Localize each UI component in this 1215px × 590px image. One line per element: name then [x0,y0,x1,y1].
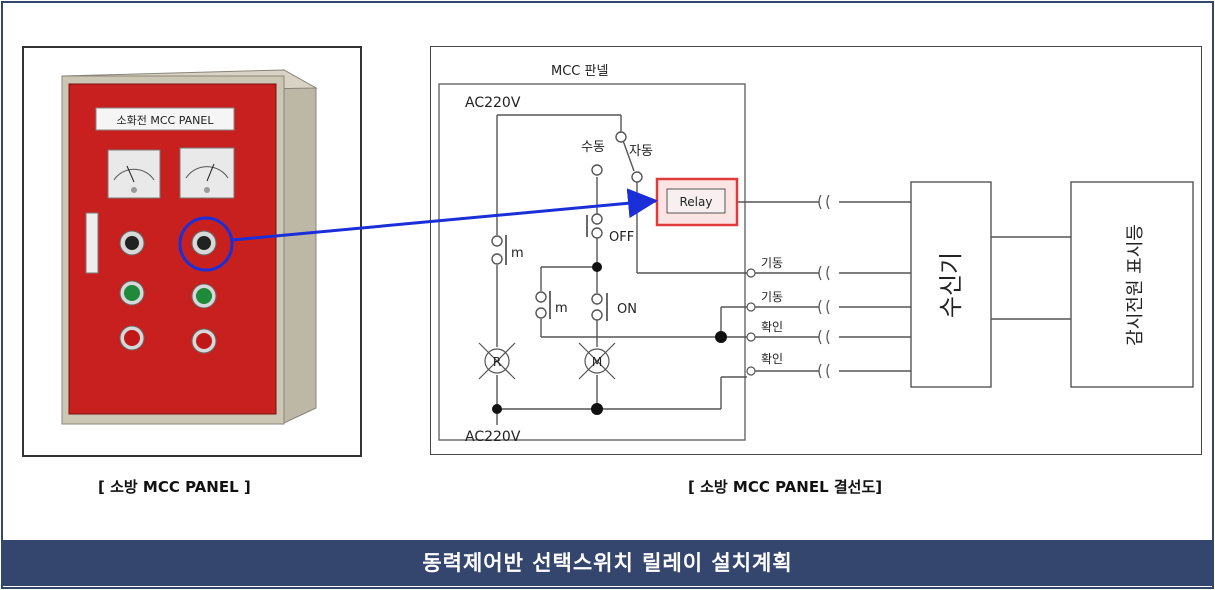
green-lamp-2 [196,288,212,304]
off-label: OFF [609,230,634,245]
monitor-label: 감시전원 표시등 [1125,224,1146,346]
contact-m2-label: m [555,301,568,316]
switch-manual-label: 수동 [581,140,605,155]
lamp-m-label: M [592,355,602,369]
receiver-label: 수신기 [937,252,965,318]
title-banner: 동력제어반 선택스위치 릴레이 설치계획 [3,540,1212,586]
red-lamp-2 [196,333,212,349]
contact-m1-label: m [511,246,524,261]
green-lamp-1 [124,285,140,301]
wiring-schematic: Relay MCC 판넬 AC220V AC220V 수동 자동 OFF ON … [438,64,1194,445]
nameplate-text: 소화전 MCC PANEL [117,114,215,127]
signal-label: 기동 [761,290,783,304]
highlight-circle [178,216,234,272]
caption-right: [ 소방 MCC PANEL 결선도] [688,478,883,496]
supply-top-label: AC220V [465,95,521,111]
caption-left: [ 소방 MCC PANEL ] [98,478,251,496]
on-label: ON [617,302,637,317]
panel-photo: 소화전 MCC PANEL [22,46,362,457]
panel-title: MCC 판넬 [551,64,608,79]
lamp-r-label: R [493,355,501,369]
switch-auto-label: 자동 [629,144,653,159]
red-lamp-1 [124,330,140,346]
signal-label: 기동 [761,256,783,270]
nameplate [95,107,235,131]
signal-label: 확인 [761,352,783,366]
supply-bottom-label: AC220V [465,429,521,445]
wiring-diagram: Relay MCC 판넬 AC220V AC220V 수동 자동 OFF ON … [430,46,1202,455]
signal-label: 확인 [761,320,783,334]
ammeter [179,147,235,199]
relay-label: Relay [680,195,713,209]
panel-illustration: 소화전 MCC PANEL [61,69,318,425]
